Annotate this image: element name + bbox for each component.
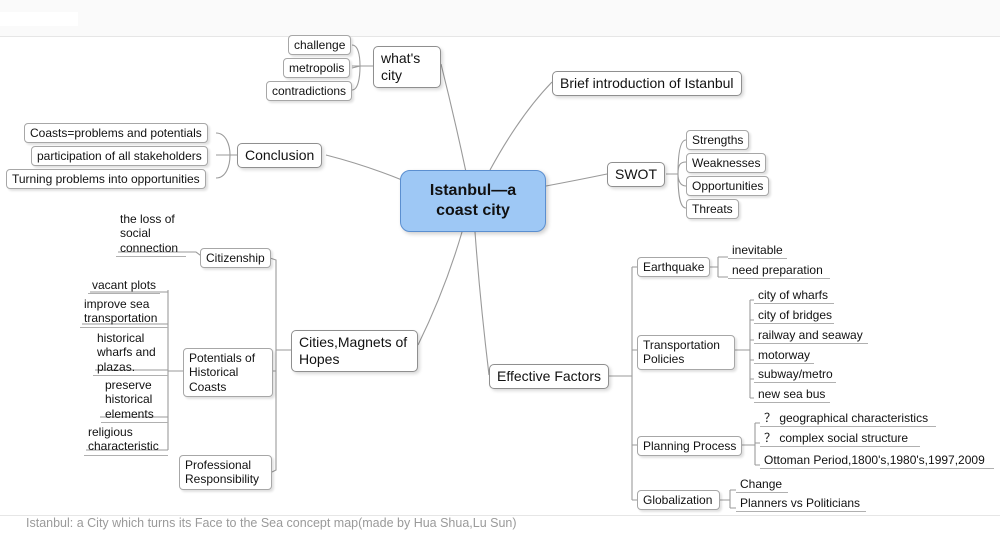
whats-city-item[interactable]: challenge	[288, 35, 352, 56]
whats-city-item[interactable]: contradictions	[266, 81, 353, 102]
planning-leaf[interactable]: ？ geographical characteristics	[760, 410, 936, 428]
topic-label: what's city	[381, 50, 421, 83]
whats-city-item[interactable]: metropolis	[283, 58, 351, 79]
factor-transportation[interactable]: Transportation Policies	[637, 335, 735, 370]
potentials-leaf[interactable]: improve sea transportation	[80, 296, 168, 328]
topic-effective-factors[interactable]: Effective Factors	[489, 364, 610, 389]
center-topic[interactable]: Istanbul—a coast city	[400, 170, 546, 232]
potentials-leaf[interactable]: vacant plots	[88, 277, 161, 295]
potentials-leaf[interactable]: historical wharfs and plazas.	[93, 330, 168, 377]
topic-brief-intro[interactable]: Brief introduction of Istanbul	[552, 71, 742, 96]
factor-globalization[interactable]: Globalization	[637, 490, 720, 511]
swot-item[interactable]: Strengths	[686, 130, 750, 151]
figure-caption: Istanbul: a City which turns its Face to…	[26, 516, 517, 530]
transportation-leaf[interactable]: subway/metro	[754, 366, 836, 384]
topic-swot[interactable]: SWOT	[607, 162, 665, 187]
conclusion-item[interactable]: Turning problems into opportunities	[6, 169, 206, 190]
transportation-leaf[interactable]: city of bridges	[754, 307, 834, 325]
swot-item[interactable]: Threats	[686, 199, 739, 220]
transportation-leaf[interactable]: railway and seaway	[754, 327, 868, 345]
conclusion-item[interactable]: participation of all stakeholders	[31, 146, 208, 167]
topic-cities-magnets[interactable]: Cities,Magnets of Hopes	[291, 330, 418, 372]
potentials-leaf[interactable]: religious characteristic	[84, 424, 168, 456]
top-strip	[0, 0, 1000, 36]
citizenship-node[interactable]: Citizenship	[200, 248, 271, 269]
transportation-leaf[interactable]: city of wharfs	[754, 287, 834, 305]
professional-node[interactable]: Professional Responsibility	[179, 455, 272, 490]
conclusion-item[interactable]: Coasts=problems and potentials	[24, 123, 208, 144]
factor-earthquake[interactable]: Earthquake	[637, 257, 711, 278]
earthquake-leaf[interactable]: inevitable	[728, 242, 787, 260]
transportation-leaf[interactable]: new sea bus	[754, 386, 830, 404]
potentials-leaf[interactable]: preserve historical elements	[101, 377, 168, 424]
globalization-leaf[interactable]: Planners vs Politicians	[736, 495, 866, 513]
map-canvas	[0, 36, 1000, 516]
topic-conclusion[interactable]: Conclusion	[237, 143, 323, 168]
swot-item[interactable]: Weaknesses	[686, 153, 767, 174]
swot-item[interactable]: Opportunities	[686, 176, 770, 197]
potentials-node[interactable]: Potentials of Historical Coasts	[183, 348, 273, 398]
earthquake-leaf[interactable]: need preparation	[728, 262, 830, 280]
planning-leaf[interactable]: ？ complex social structure	[760, 430, 920, 448]
topic-whats-city[interactable]: what's city	[373, 46, 441, 88]
factor-planning[interactable]: Planning Process	[637, 436, 742, 457]
transportation-leaf[interactable]: motorway	[754, 347, 814, 365]
planning-leaf[interactable]: Ottoman Period,1800's,1980's,1997,2009	[760, 452, 994, 470]
citizenship-leaf[interactable]: the loss of social connection	[116, 211, 186, 258]
globalization-leaf[interactable]: Change	[736, 476, 788, 494]
top-tab	[0, 12, 78, 26]
